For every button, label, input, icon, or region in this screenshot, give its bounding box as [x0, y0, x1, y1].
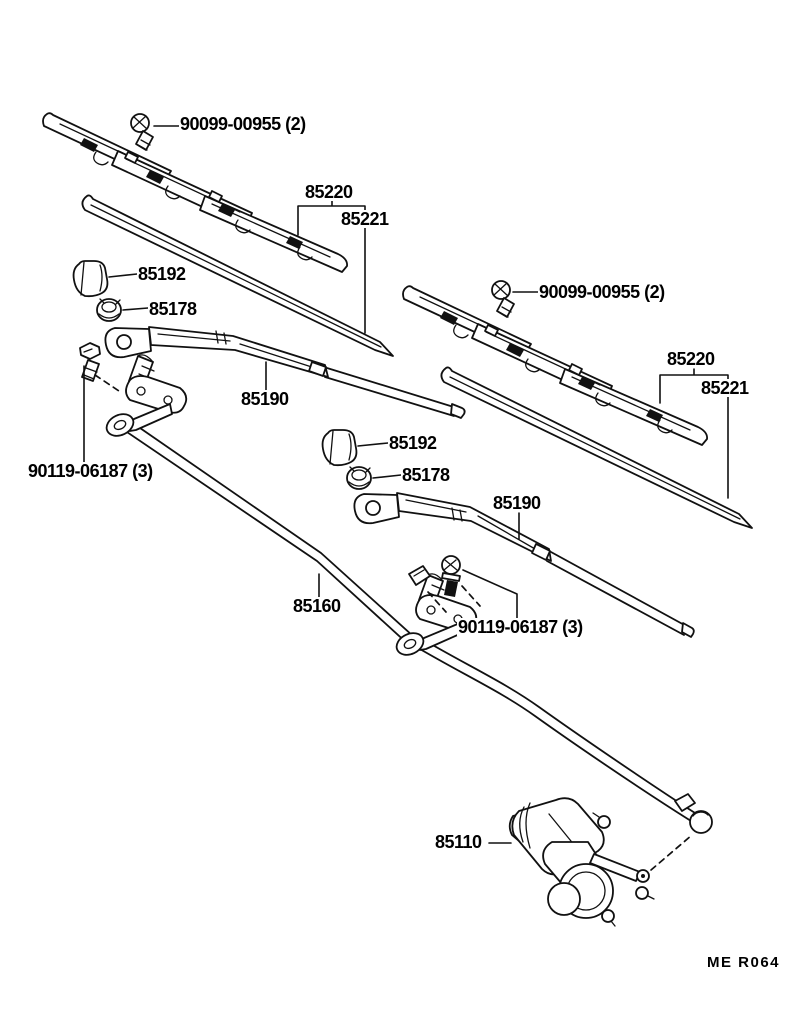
nut-left-drawing [96, 298, 122, 322]
callout-brackets [297, 199, 729, 499]
part-label-blade-right: 85220 [666, 349, 716, 369]
link-ball-joint-drawing [650, 793, 713, 871]
cap-left-drawing [72, 260, 109, 298]
leader-lines [83, 125, 539, 844]
part-label-nut-left: 85178 [148, 299, 198, 319]
part-label-screw-right: 90099-00955 (2) [538, 282, 666, 302]
part-label-screw-left: 90099-00955 (2) [179, 114, 307, 134]
part-label-insert-left: 85221 [340, 209, 390, 229]
wiper-arm-right-drawing [353, 492, 695, 638]
pivot-bolt-left-drawing [79, 342, 123, 394]
part-label-pivot-bolt-left: 90119-06187 (3) [27, 461, 154, 481]
part-label-blade-left: 85220 [304, 182, 354, 202]
part-label-link: 85160 [292, 596, 342, 616]
pivot-left-drawing [102, 353, 188, 441]
wiper-arm-left-drawing [104, 326, 466, 419]
screw-right-drawing [491, 280, 515, 318]
part-label-arm-left: 85190 [240, 389, 290, 409]
wiper-blade-right-drawing [402, 285, 708, 446]
part-label-motor: 85110 [434, 832, 483, 852]
part-label-cap-left: 85192 [137, 264, 187, 284]
pivot-bolt-right-drawing [408, 555, 481, 613]
part-label-pivot-bolt-right: 90119-06187 (3) [457, 617, 584, 637]
part-label-cap-right: 85192 [388, 433, 438, 453]
cap-right-drawing [321, 429, 358, 467]
wiper-motor-drawing [508, 797, 655, 927]
screw-left-drawing [130, 113, 154, 151]
figure-code: ME R064 [706, 954, 782, 971]
part-label-arm-right: 85190 [492, 493, 542, 513]
nut-right-drawing [346, 466, 372, 490]
part-label-nut-right: 85178 [401, 465, 451, 485]
wiper-blade-left-drawing [42, 112, 348, 273]
wiper-link-rod-drawing [120, 418, 696, 822]
part-label-insert-right: 85221 [700, 378, 750, 398]
